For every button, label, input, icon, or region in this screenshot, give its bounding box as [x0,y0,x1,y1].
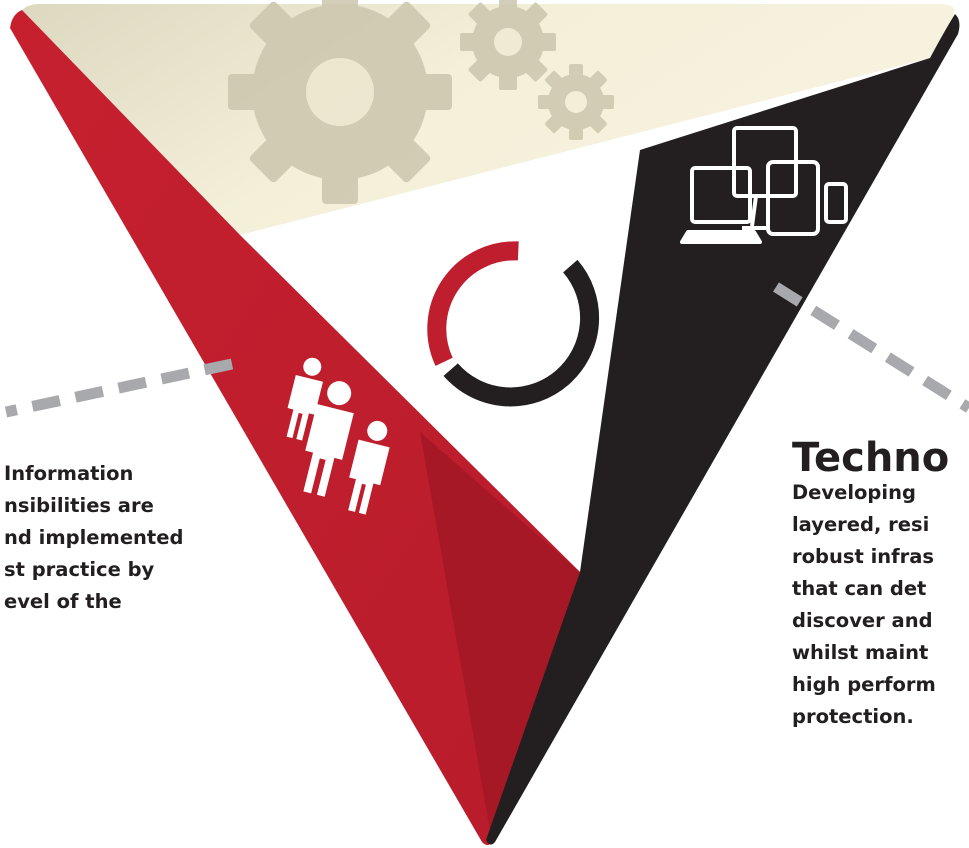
people-text-line: Information [4,462,134,485]
technology-heading: Techno [792,435,950,481]
people-text-line: nd implemented [4,526,184,549]
people-icon [286,357,390,515]
gears-icon [228,0,614,204]
technology-text-line: Developing [792,481,916,504]
process-panel [22,4,955,235]
people-text-line: nsibilities are [4,494,154,517]
technology-text-line: that can det [792,577,927,600]
technology-text-line: discover and [792,609,933,632]
technology-text-line: layered, resi [792,513,930,536]
technology-text-line: robust infras [792,545,935,568]
people-connector [4,358,234,418]
devices-icon [680,126,848,244]
people-text-line: evel of the [4,590,122,613]
technology-connector [773,282,969,413]
ring-icon [427,241,600,407]
technology-text-line: protection. [792,705,914,728]
technology-text-line: high perform [792,673,936,696]
people-panel-fold [420,432,580,842]
people-text-line: st practice by [4,558,155,581]
technology-text-line: whilst maint [792,641,929,664]
